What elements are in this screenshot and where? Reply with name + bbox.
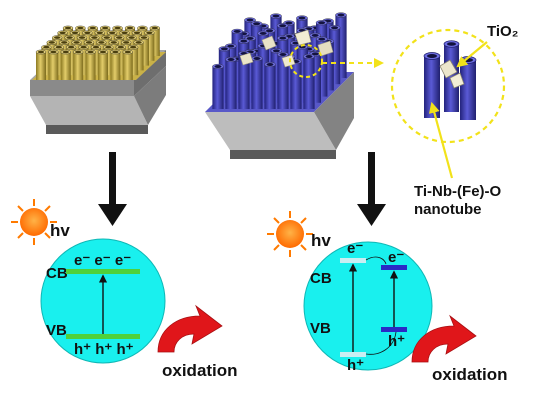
- gold-nanotube: [60, 49, 72, 80]
- blue-nanotube: [264, 61, 276, 109]
- left-vb-label: VB: [46, 322, 67, 339]
- left-oxidation-label: oxidation: [162, 361, 238, 380]
- nanotube-label-line1: Ti-Nb-(Fe)-O: [414, 183, 502, 200]
- gold-nanotube: [97, 49, 109, 80]
- inset-tio2-particle: [439, 59, 458, 79]
- right-plate-footer: [205, 112, 336, 150]
- tio2-particles: [239, 29, 334, 68]
- right-vb-band-host: [340, 352, 366, 357]
- right-electron-left-label: e⁻: [347, 240, 363, 257]
- right-hole-transfer-curve: [365, 331, 397, 355]
- blue-nanotube-array: [212, 12, 347, 109]
- gold-nanotube: [85, 49, 96, 80]
- gold-nanotube: [122, 49, 134, 80]
- right-band-diagram: hv CB VB e⁻ e⁻ h⁺ h⁺ oxidation: [267, 211, 508, 384]
- right-vb-band-tio2: [381, 327, 407, 332]
- inset-tio2-particle: [449, 72, 465, 89]
- gold-nanotube: [138, 35, 150, 66]
- gold-nanotube: [48, 49, 59, 80]
- blue-nanotube: [212, 63, 224, 109]
- gold-nanotube: [35, 49, 47, 80]
- left-hv-label: hv: [50, 221, 70, 240]
- gold-nanotube: [72, 49, 84, 80]
- left-substrate: [30, 25, 166, 134]
- gold-nanotube: [133, 40, 144, 71]
- left-plate-footer-side: [134, 66, 166, 125]
- left-cb-band: [66, 269, 140, 274]
- right-plate-footer-front: [230, 150, 336, 159]
- left-plate-side: [134, 50, 166, 96]
- blue-nanotube: [303, 53, 315, 109]
- right-cb-label: CB: [310, 270, 332, 287]
- left-sun-icon: [11, 199, 57, 245]
- gold-nanotube: [144, 30, 155, 61]
- left-down-arrow: [98, 152, 127, 226]
- nanotube-pointer: [428, 101, 454, 179]
- gold-nanotube: [103, 44, 114, 76]
- blue-nanotube: [277, 51, 289, 109]
- left-holes-label: h⁺ h⁺ h⁺: [74, 341, 134, 358]
- left-plate-front: [30, 80, 134, 96]
- right-down-arrow: [357, 152, 386, 226]
- gold-nanotube: [127, 44, 139, 76]
- left-electrons-label: e⁻ e⁻ e⁻: [74, 252, 131, 269]
- blue-nanotube: [335, 12, 347, 78]
- gold-nanotube: [53, 44, 64, 76]
- right-cyan-circle: [303, 241, 433, 371]
- right-electron-transfer-curve: [365, 256, 387, 265]
- right-oxidation-arrow: [411, 314, 477, 363]
- left-oxidation-arrow: [157, 304, 223, 353]
- right-hole-right-label: h⁺: [388, 333, 405, 350]
- blue-nanotube: [225, 56, 237, 109]
- right-vb-label: VB: [310, 320, 331, 337]
- gold-nanotube: [149, 25, 161, 56]
- tio2-label: TiO₂: [487, 23, 518, 40]
- right-sun-icon: [267, 211, 313, 257]
- gold-nanotube: [41, 44, 52, 76]
- gold-nanotube: [65, 44, 77, 76]
- right-substrate: [205, 12, 384, 159]
- blue-nanotube: [328, 25, 341, 85]
- inset-zoom: [390, 28, 506, 179]
- left-plate-footer-front: [46, 125, 148, 134]
- gold-nanotube: [78, 44, 89, 76]
- right-electron-right-label: e⁻: [388, 249, 404, 266]
- gold-nanotube: [110, 49, 121, 80]
- right-plate-footer-side: [314, 72, 354, 150]
- gold-nanotube-array: [35, 25, 161, 80]
- left-cb-label: CB: [46, 265, 68, 282]
- right-hole-left-label: h⁺: [347, 357, 364, 374]
- nanotube-label-line2: nanotube: [414, 201, 482, 218]
- gold-nanotube: [115, 44, 127, 76]
- blue-nanotube: [270, 48, 283, 103]
- blue-nanotube: [218, 46, 231, 103]
- left-vb-band: [66, 334, 140, 339]
- gold-nanotube: [90, 44, 102, 76]
- left-plate-footer: [30, 96, 148, 125]
- highlight-circle: [289, 44, 323, 78]
- right-hv-label: hv: [311, 231, 331, 250]
- right-oxidation-label: oxidation: [432, 365, 508, 384]
- left-band-diagram: hv CB VB e⁻ e⁻ e⁻ h⁺ h⁺ h⁺ oxidation: [11, 199, 238, 380]
- blue-nanotube: [315, 36, 328, 97]
- tio2-pointer: [456, 41, 488, 68]
- right-cb-band-host: [340, 258, 366, 263]
- blue-nanotube: [251, 55, 263, 109]
- right-cb-band-tio2: [381, 265, 407, 270]
